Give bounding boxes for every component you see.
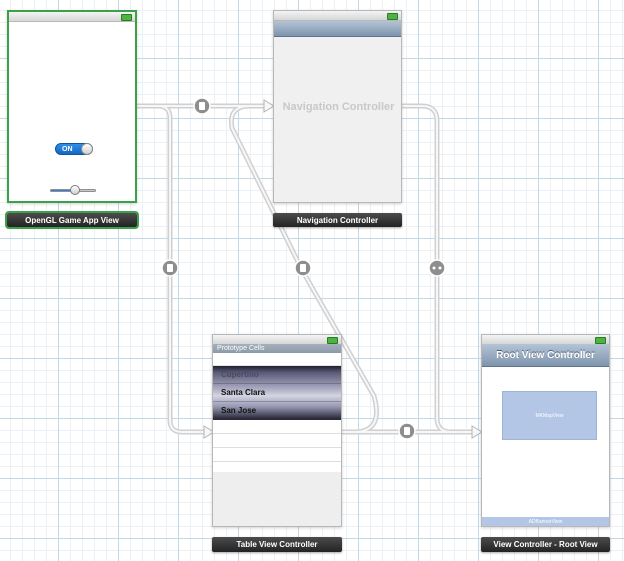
navigation-controller-placeholder: Navigation Controller: [282, 101, 395, 113]
on-off-switch[interactable]: ON: [55, 143, 93, 155]
ad-banner-view[interactable]: ADBannerView: [482, 517, 609, 526]
ad-banner-label: ADBannerView: [528, 518, 563, 525]
scene-label-text: Table View Controller: [236, 540, 318, 549]
navigation-bar: [274, 21, 401, 37]
scene-label-table[interactable]: Table View Controller: [212, 537, 342, 552]
navigation-bar-title: Root View Controller: [496, 349, 595, 361]
scene-label-text: OpenGL Game App View: [25, 215, 119, 225]
table-cell[interactable]: Cupertino: [213, 366, 341, 384]
prototype-cells-header: Prototype Cells: [213, 344, 341, 353]
battery-icon: [387, 13, 398, 20]
scene-label-text: Navigation Controller: [296, 215, 379, 225]
empty-cell: [213, 420, 341, 434]
switch-label: ON: [62, 145, 73, 153]
empty-cell: [213, 434, 341, 448]
table-view[interactable]: Cupertino Santa Clara San Jose: [213, 353, 341, 472]
status-bar: [274, 11, 401, 21]
status-bar: [9, 12, 135, 22]
switch-knob: [81, 143, 93, 155]
battery-icon: [327, 337, 338, 344]
empty-cell: [213, 448, 341, 462]
battery-icon: [595, 337, 606, 344]
scene-opengl-game-app-view[interactable]: ON: [7, 10, 137, 203]
scene-table-view-controller[interactable]: Prototype Cells Cupertino Santa Clara Sa…: [212, 334, 342, 527]
navigation-bar: Root View Controller: [482, 344, 609, 367]
table-cell[interactable]: Santa Clara: [213, 384, 341, 402]
table-cell[interactable]: San Jose: [213, 402, 341, 420]
map-view[interactable]: MKMapView: [502, 391, 597, 440]
selected-cells-group: Cupertino Santa Clara San Jose: [213, 366, 341, 420]
scene-label-text: View Controller - Root View: [493, 540, 598, 549]
scene-label-navigation[interactable]: Navigation Controller: [273, 213, 402, 227]
map-view-label: MKMapView: [535, 412, 564, 419]
scene-label-opengl[interactable]: OpenGL Game App View: [5, 211, 139, 229]
slider-knob[interactable]: [70, 185, 81, 195]
scene-label-root-view[interactable]: View Controller - Root View: [481, 537, 610, 552]
scene-root-view-controller[interactable]: Root View Controller MKMapView ADBannerV…: [481, 334, 610, 527]
battery-icon: [121, 14, 132, 21]
scene-navigation-controller[interactable]: Navigation Controller: [273, 10, 402, 203]
